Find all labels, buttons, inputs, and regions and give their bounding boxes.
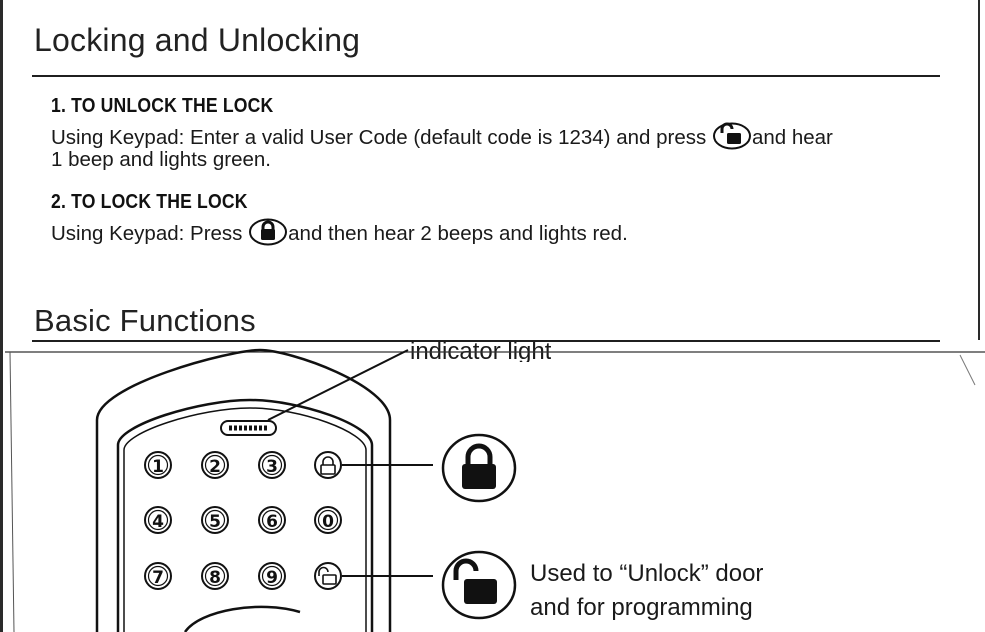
key-label-5: 5: [209, 512, 221, 532]
key-label-0: 0: [322, 512, 334, 532]
keypad-inner-bevel: [123, 407, 367, 632]
key-lock-icon: [314, 451, 342, 479]
key-label-6: 6: [266, 512, 278, 532]
page-border-right: [978, 0, 980, 340]
keypad-bottom-arc: [183, 605, 301, 632]
section-rule: [32, 75, 940, 77]
indicator-leader-line: [267, 349, 409, 421]
key-label-4: 4: [152, 512, 164, 532]
lock-icon-large: [441, 433, 517, 503]
key-5: [201, 506, 229, 534]
step-2-text-b: and then hear 2 beeps and lights red.: [288, 222, 628, 245]
scan-edge-left: [9, 351, 15, 632]
lock-icon: [248, 218, 288, 252]
step-1-text-b: and hear: [751, 126, 833, 149]
step-1-line-2: 1 beep and lights green.: [51, 148, 271, 171]
key-0: [314, 506, 342, 534]
page-border-left: [0, 0, 3, 632]
keypad-diagram: [5, 348, 985, 632]
section-title-basic-functions: Basic Functions: [34, 303, 256, 338]
key-3: [258, 451, 286, 479]
key-unlock-icon: [314, 562, 342, 590]
step-1-text-a: Using Keypad: Enter a valid User Code (d…: [51, 126, 707, 149]
keypad-inner-panel: [116, 398, 374, 632]
key-1: [144, 451, 172, 479]
key-label-2: 2: [209, 457, 221, 477]
section-title-locking: Locking and Unlocking: [34, 22, 361, 58]
step-2-text-a: Using Keypad: Press: [51, 222, 243, 245]
key-label-1: 1: [152, 457, 164, 477]
key-4: [144, 506, 172, 534]
key-label-8: 8: [209, 568, 221, 588]
key-6: [258, 506, 286, 534]
unlock-icon-large: [441, 550, 517, 620]
scan-edge-right: [959, 354, 976, 386]
unlock-callout-line-2: and for programming: [530, 594, 753, 621]
key-2: [201, 451, 229, 479]
step-2-title: 2. TO LOCK THE LOCK: [51, 191, 248, 213]
indicator-light: [220, 420, 277, 436]
key-9: [258, 562, 286, 590]
keypad-outer-housing: [95, 348, 392, 632]
section-rule-2: [32, 340, 940, 342]
step-1-instruction: Using Keypad: Enter a valid User Code (d…: [51, 122, 833, 156]
key-label-9: 9: [266, 568, 278, 588]
step-1-title: 1. TO UNLOCK THE LOCK: [51, 95, 274, 117]
key-8: [201, 562, 229, 590]
key-7: [144, 562, 172, 590]
indicator-light-label: indicator light: [410, 338, 552, 362]
unlock-callout-line-1: Used to “Unlock” door: [530, 560, 764, 587]
key-label-7: 7: [152, 568, 164, 588]
step-2-instruction: Using Keypad: Press and then hear 2 beep…: [51, 218, 628, 252]
key-label-3: 3: [266, 457, 278, 477]
unlock-icon: [712, 122, 752, 156]
